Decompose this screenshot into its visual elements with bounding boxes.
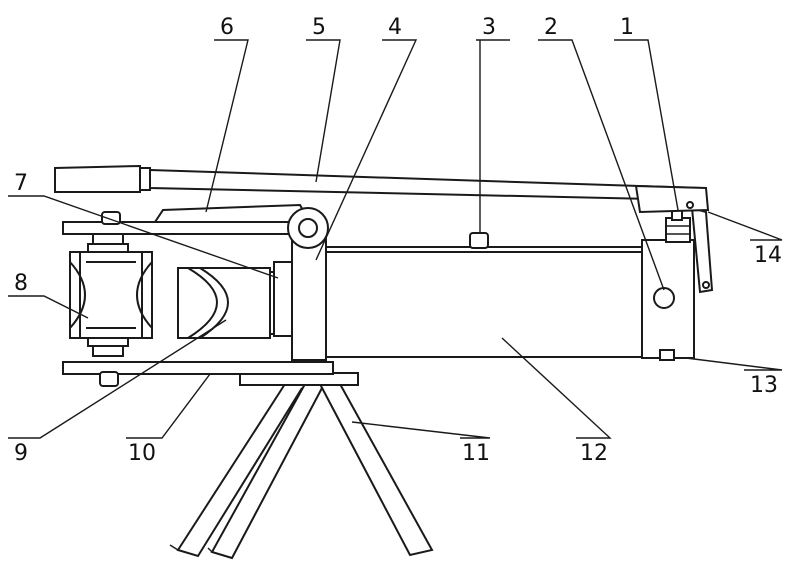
label-7: 7 [14,171,28,196]
drain-screw [659,349,675,361]
label-3: 3 [482,15,496,40]
label-12: 12 [580,441,608,466]
release-knob [653,287,675,309]
handle-lever [149,168,701,202]
roller-body [69,251,153,339]
label-6: 6 [220,15,234,40]
label-4: 4 [388,15,402,40]
oil-plug [469,232,489,249]
callout-labels: 1 2 3 4 5 6 7 8 9 10 11 12 13 14 [14,15,782,466]
bending-die [177,267,281,339]
handle-head [634,184,710,214]
side-roller [69,233,153,357]
pump-handle [54,164,710,214]
pump-bracket [153,203,312,223]
label-14: 14 [754,243,782,268]
hydraulic-cylinder [325,246,643,358]
roller-top-flange [87,243,129,253]
label-11: 11 [462,441,490,466]
roller-bottom-flange [87,337,129,347]
die-body [177,267,271,339]
handle-grip [54,164,141,193]
lower-frame-plate [62,361,334,375]
pivot-pin [298,218,318,238]
upper-frame-plate [62,221,294,235]
lower-bolt [99,371,119,387]
label-8: 8 [14,271,28,296]
handle-pin [686,201,694,209]
latch-pin [702,281,710,289]
roller-bottom-cap [92,345,124,357]
leader-lines [8,39,783,439]
plunger-stack [665,217,691,243]
label-1: 1 [620,15,634,40]
tripod-legs [169,383,434,560]
label-13: 13 [750,373,778,398]
frame-pillar [291,237,327,361]
label-9: 9 [14,441,28,466]
label-2: 2 [544,15,558,40]
label-5: 5 [312,15,326,40]
label-10: 10 [128,441,156,466]
roller-top-cap [92,233,124,245]
